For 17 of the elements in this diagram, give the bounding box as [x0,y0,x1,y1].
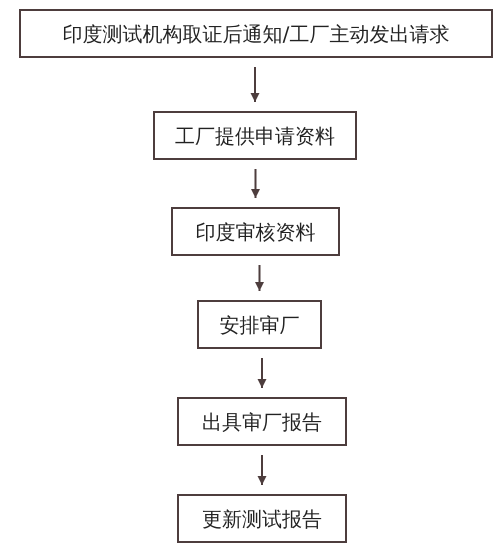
process-box [153,111,357,160]
process-box [171,207,340,256]
process-box [177,397,347,446]
arrow [255,265,264,291]
arrow [251,169,260,198]
step-text: 印度审核资料 [196,220,316,244]
step-text: 印度测试机构取证后通知/工厂主动发出请求 [62,22,450,46]
step-text: 更新测试报告 [202,506,322,530]
step-text: 出具审厂报告 [202,410,322,434]
process-box [177,494,347,543]
arrow [250,67,260,102]
step-text: 安排审厂 [220,312,300,336]
arrow [258,455,266,485]
step-text: 工厂提供申请资料 [175,124,335,148]
arrow [258,358,266,388]
process-box [19,9,493,58]
process-box [197,300,322,349]
